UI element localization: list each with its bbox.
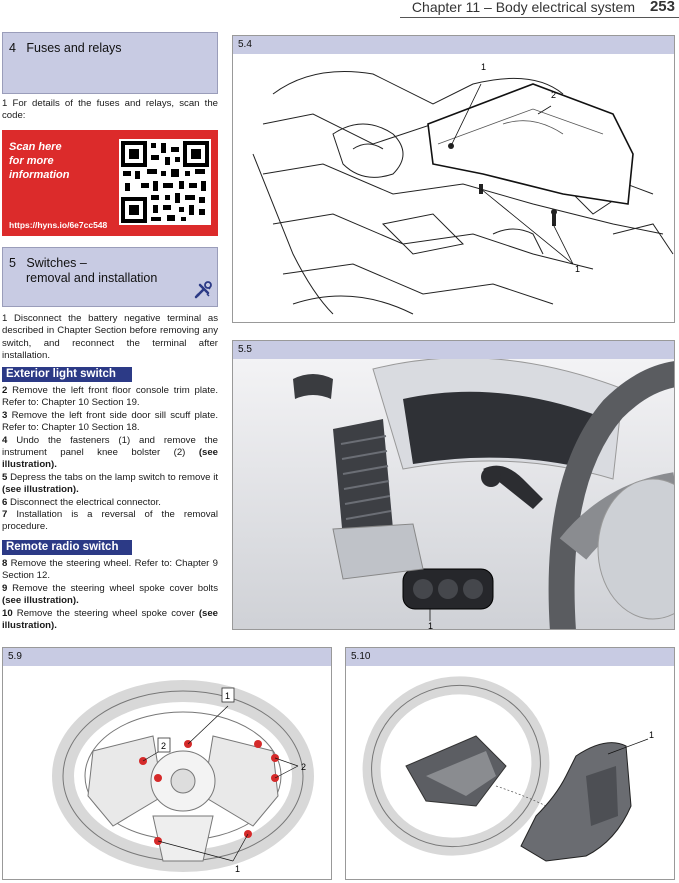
section-4-title: 4 Fuses and relays xyxy=(9,41,122,56)
header-rule xyxy=(400,17,679,18)
section-4-heading-box: 4 Fuses and relays xyxy=(2,32,218,94)
qr-url[interactable]: https://hyns.io/6e7cc548 xyxy=(9,220,108,230)
section-5-title: 5 Switches – removal and installation xyxy=(9,256,157,286)
callout-2: 2 xyxy=(301,762,306,772)
qr-call-to-action: Scan here for more information xyxy=(9,140,109,182)
step-item: 2 Remove the left front floor console tr… xyxy=(2,385,218,409)
callout-1: 1 xyxy=(235,864,240,874)
steering-wheel-bolts-illustration: 1 2 2 1 xyxy=(52,680,314,874)
qr-line-3: information xyxy=(9,169,70,181)
section-number: 4 xyxy=(9,41,16,55)
lamp-switch-photo: 1 xyxy=(233,359,674,630)
figure-5-4: 5.4 xyxy=(232,35,675,323)
callout-1: 1 xyxy=(481,62,486,72)
qr-code-panel[interactable]: Scan here for more information https://h… xyxy=(2,130,218,236)
callout-1: 1 xyxy=(225,691,230,701)
page-number: 253 xyxy=(649,0,675,15)
step-item: 5 Depress the tabs on the lamp switch to… xyxy=(2,471,218,496)
qr-line-1: Scan here xyxy=(9,141,62,153)
section-5-heading-box: 5 Switches – removal and installation xyxy=(2,247,218,307)
step-item: 8 Remove the steering wheel. Refer to: C… xyxy=(2,558,218,582)
step-item: 6 Disconnect the electrical connector. xyxy=(2,496,161,508)
section-number: 5 xyxy=(9,256,16,270)
spoke-cover-illustration: 1 xyxy=(362,676,654,862)
knee-bolster-illustration: 1 2 1 xyxy=(252,62,674,315)
figure-5-5: 5.5 1 xyxy=(232,340,675,630)
qr-line-2: for more xyxy=(9,155,54,167)
page-header: Chapter 11 – Body electrical system 253 xyxy=(0,0,679,18)
figure-5-9: 5.9 1 2 2 1 xyxy=(2,647,332,880)
figure-label: 5.10 xyxy=(346,648,674,666)
wrench-icon xyxy=(194,281,212,299)
section-4-paragraph: 1 For details of the fuses and relays, s… xyxy=(2,98,218,122)
step-item: 9 Remove the steering wheel spoke cover … xyxy=(2,582,219,607)
section-title-line-1: Switches – xyxy=(26,256,87,270)
exterior-steps: 2 Remove the left front floor console tr… xyxy=(2,385,218,534)
remote-radio-heading: Remote radio switch xyxy=(2,540,132,555)
step-item: 7 Installation is a reversal of the remo… xyxy=(2,509,219,533)
figure-label: 5.5 xyxy=(233,341,674,359)
qr-code-icon[interactable] xyxy=(119,139,211,225)
callout-2: 2 xyxy=(551,90,556,100)
section-title-line-2: removal and installation xyxy=(26,271,158,285)
step-item: 3 Remove the left front side door sill s… xyxy=(2,409,218,434)
figure-5-10: 5.10 1 xyxy=(345,647,675,880)
radio-steps: 8 Remove the steering wheel. Refer to: C… xyxy=(2,558,218,632)
callout-1: 1 xyxy=(428,621,433,630)
figure-label: 5.4 xyxy=(233,36,674,54)
section-5-paragraph: 1 Disconnect the battery negative termin… xyxy=(2,313,218,362)
callout-1: 1 xyxy=(649,730,654,740)
chapter-title: Chapter 11 – Body electrical system xyxy=(411,0,635,15)
callout-1: 1 xyxy=(575,264,580,274)
section-title-text: Fuses and relays xyxy=(26,41,122,55)
step-item: 4 Undo the fasteners (1) and remove the … xyxy=(2,434,219,471)
step-item: 10 Remove the steering wheel spoke cover… xyxy=(2,607,219,632)
callout-2: 2 xyxy=(161,741,166,751)
exterior-light-heading: Exterior light switch xyxy=(2,367,132,382)
figure-label: 5.9 xyxy=(3,648,331,666)
